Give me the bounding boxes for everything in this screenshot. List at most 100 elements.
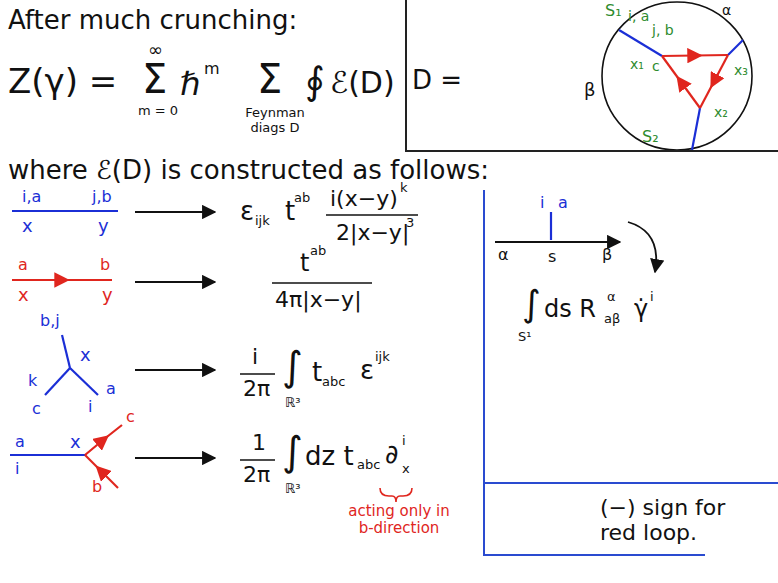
node-label: S¹ — [518, 330, 531, 345]
formula-text: c — [126, 407, 135, 426]
formula-label: m = 0 — [138, 104, 178, 119]
formula-text: b — [92, 477, 102, 496]
formula-label: 1 — [252, 430, 266, 455]
formula-label: ∫ — [282, 428, 303, 474]
node-label: γ̇ — [634, 296, 648, 324]
page-heading: After much crunching: — [8, 6, 297, 36]
formula-label: x — [18, 285, 29, 306]
formula-text: a — [18, 255, 28, 274]
formula-label: c — [126, 408, 135, 426]
node-label: x₃ — [734, 62, 748, 78]
formula-label: i — [88, 398, 92, 416]
formula-label: Σ — [142, 56, 167, 102]
formula-label: b — [92, 478, 102, 496]
formula-text: acting only in b-direction — [348, 502, 449, 537]
node-text: S₂ — [642, 127, 659, 146]
node-label: aβ — [604, 312, 620, 327]
formula-label: y — [98, 216, 109, 237]
node-text: γ̇ — [634, 295, 648, 323]
formula-text: i — [88, 397, 92, 416]
formula-label: a — [15, 433, 25, 451]
formula-label: i — [252, 344, 258, 369]
node-label: ds R — [544, 296, 596, 324]
formula-text: i — [15, 459, 19, 478]
node-text: β — [584, 79, 596, 100]
node-text: S¹ — [518, 329, 531, 344]
node-label: a — [558, 194, 568, 212]
formula-label: 4π|x−y| — [275, 287, 362, 312]
formula-label: k — [400, 181, 408, 196]
node-label: β — [602, 246, 612, 264]
formula-text: ∫ — [282, 428, 303, 474]
formula-label: ab — [310, 244, 326, 259]
node-text: β — [602, 245, 612, 264]
formula-text: Z(γ) = — [8, 61, 117, 101]
formula-label: ijk — [255, 214, 270, 229]
underbrace — [380, 488, 412, 502]
formula-text: ℝ³ — [285, 481, 301, 496]
blue-propagators — [619, 30, 743, 150]
formula-text: b,j — [40, 311, 60, 330]
formula-text: ℝ³ — [285, 395, 301, 410]
formula-text: i — [252, 344, 258, 369]
node-text: i — [650, 289, 654, 304]
node-text: α — [607, 289, 616, 304]
diagram-box: D =S₁i, aj, bx₁cx₃x₂S₂αβ — [405, 0, 778, 152]
formula-text: y — [102, 284, 113, 305]
formula-text: a — [106, 379, 116, 398]
formula-text: ε — [240, 196, 254, 226]
formula-label: acting only in b-direction — [343, 503, 455, 538]
node-text: i, a — [628, 8, 649, 24]
formula-text: t — [300, 249, 309, 277]
node-label: S₂ — [642, 128, 659, 146]
formula-label: i(x−y) — [330, 186, 398, 211]
node-label: x₁ — [630, 56, 644, 72]
box-rules — [483, 483, 778, 555]
node-label: ∫ — [522, 283, 541, 324]
formula-text: abc — [357, 457, 380, 472]
rule-box: iaαsβ∫S¹ds Rαaβγ̇i(−) sign for red loop. — [483, 190, 778, 555]
formula-text: i — [402, 433, 406, 448]
formula-label: x — [22, 216, 33, 237]
formula-label: i,a — [22, 188, 41, 206]
formula-text: x — [18, 284, 29, 305]
blue-leg — [10, 454, 85, 456]
formula-label: x — [402, 462, 410, 477]
formula-text: i(x−y) — [330, 186, 398, 211]
formula-text: x — [70, 431, 81, 452]
blue-propagator — [12, 210, 118, 212]
formula-label: ε — [240, 197, 254, 227]
formula-text: ℏ — [180, 65, 200, 103]
formula-text: 1 — [252, 430, 266, 455]
formula-text: 4π|x−y| — [275, 287, 362, 312]
node-text: a — [558, 193, 568, 212]
formula-label: ε — [360, 356, 374, 386]
node-label: i, a — [628, 8, 649, 24]
formula-text: ∂ — [385, 439, 398, 469]
formula-text: ab — [310, 243, 326, 258]
formula-text: x — [402, 461, 410, 476]
formula-label: k — [28, 372, 37, 390]
formula-text: abc — [322, 374, 345, 389]
formula-text: ∮ — [305, 59, 325, 103]
formula-text: m = 0 — [138, 103, 178, 118]
formula-text: i,a — [22, 187, 41, 206]
node-text: x₃ — [734, 62, 748, 78]
formula-label: t — [285, 197, 295, 227]
formula-text: ∫ — [282, 343, 303, 389]
node-label: (−) sign for red loop. — [600, 495, 750, 546]
formula-text: j,b — [92, 187, 112, 206]
formula-text: k — [28, 371, 37, 390]
formula-label: i — [402, 434, 406, 449]
node-label: α — [722, 2, 731, 18]
formula-label: dz t — [305, 442, 354, 472]
formula-text: b — [100, 255, 110, 274]
node-text: ds R — [544, 295, 596, 323]
node-label: S₁ — [605, 2, 622, 20]
formula-text: ijk — [375, 349, 390, 364]
formula-text: 2π — [243, 376, 270, 401]
node-label: j, b — [652, 22, 674, 38]
formula-label: b,j — [40, 312, 60, 330]
formula-label: Σ — [257, 56, 282, 102]
